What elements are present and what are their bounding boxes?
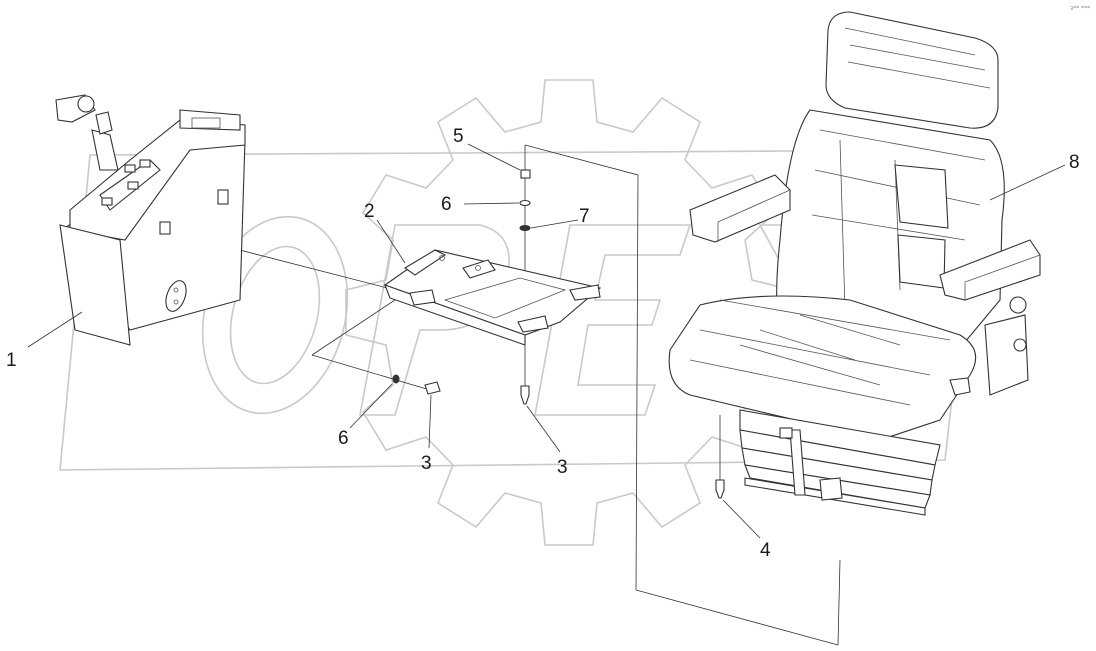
callout-8: 8 [1069,152,1080,173]
callout-labels: 1 2 3 3 4 5 6 6 7 8 [6,126,1080,561]
callout-2: 2 [364,201,375,222]
mounting-plate [383,249,602,346]
callout-6-top: 6 [441,194,452,215]
callout-1: 1 [6,350,17,371]
operator-seat [668,11,1041,516]
control-console [55,94,246,346]
callout-leaders [27,143,1066,539]
corner-mark: з** *** [1070,5,1090,12]
callout-3-center: 3 [557,457,568,478]
callout-5: 5 [453,126,464,147]
callout-3-left: 3 [421,453,432,474]
callout-7: 7 [579,206,590,227]
hardware-bolts [392,169,725,499]
callout-4: 4 [760,540,771,561]
callout-6-bottom: 6 [338,428,349,449]
assembly-lines [169,144,841,646]
watermark-gear [345,79,793,546]
